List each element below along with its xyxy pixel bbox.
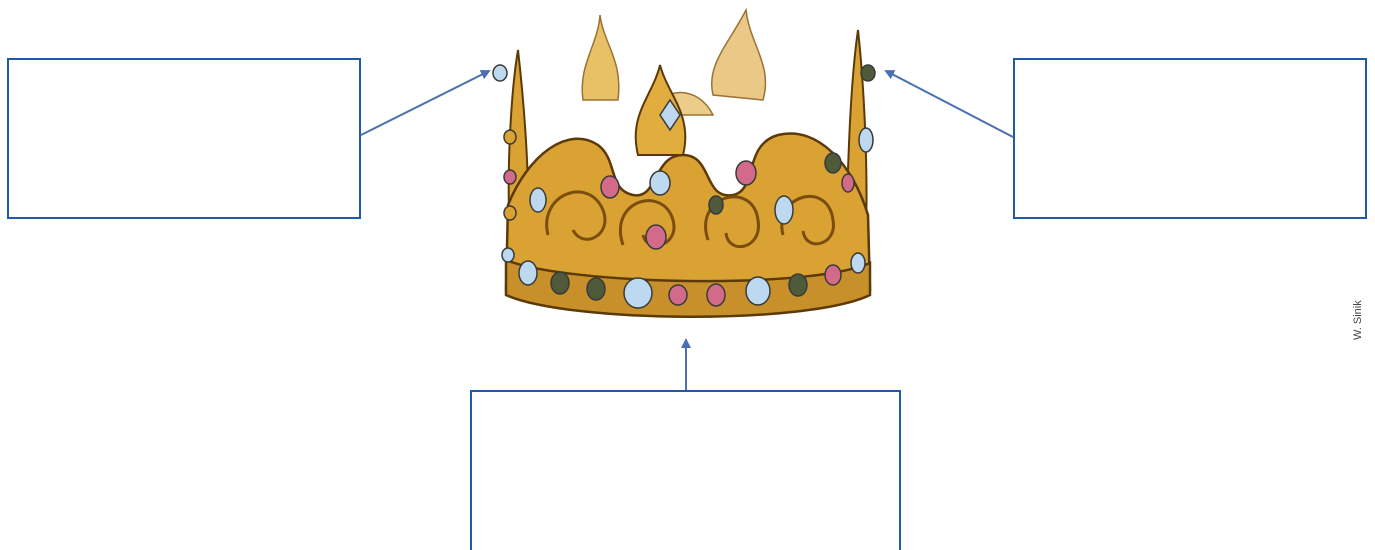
- arrow-right: [886, 71, 1013, 137]
- crown-center-spike: [636, 65, 686, 155]
- illustrator-credit: W. Sinik: [1352, 300, 1372, 340]
- arrow-left: [361, 71, 489, 135]
- jeweled-crown-icon: [488, 5, 888, 335]
